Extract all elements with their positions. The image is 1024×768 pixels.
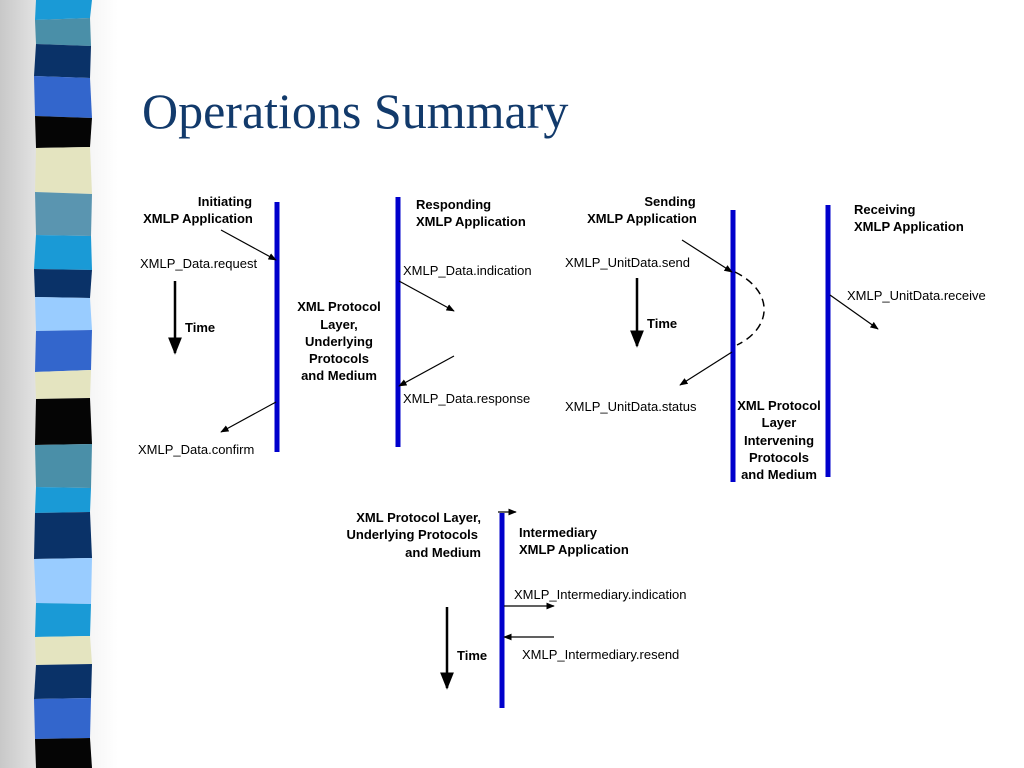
unitdata-status-label: XMLP_UnitData.status: [565, 399, 697, 414]
data-confirm-label: XMLP_Data.confirm: [138, 442, 254, 457]
intermediary-diagram: XML Protocol Layer, Underlying Protocols…: [347, 508, 686, 708]
receiving-label-line1: Receiving: [854, 202, 915, 217]
request-arrow: [220, 229, 277, 261]
sending-label-line2: XMLP Application: [587, 211, 697, 226]
time-label: Time: [647, 316, 677, 331]
initiating-label-line2: XMLP Application: [143, 211, 253, 226]
send-arrow: [681, 239, 733, 273]
layer-label-line3: Intervening: [744, 433, 814, 448]
decorative-side-strip: [0, 0, 118, 768]
intermediary-label-line1: Intermediary: [519, 525, 598, 540]
layer-label-line1: XML Protocol: [737, 398, 821, 413]
responding-label-line1: Responding: [416, 197, 491, 212]
layer-label-line5: and Medium: [741, 467, 817, 482]
transit-curve: [734, 271, 765, 346]
layer-label-line2: Layer,: [320, 317, 358, 332]
data-indication-label: XMLP_Data.indication: [403, 263, 532, 278]
indication-arrow: [398, 280, 455, 312]
sending-label-line1: Sending: [644, 194, 695, 209]
unitdata-diagram: Sending XMLP Application Receiving XMLP …: [565, 194, 986, 482]
layer-label-line3: and Medium: [405, 545, 481, 560]
data-response-label: XMLP_Data.response: [403, 391, 530, 406]
receive-arrow: [829, 294, 879, 330]
response-arrow: [398, 355, 455, 387]
responding-label-line2: XMLP Application: [416, 214, 526, 229]
unitdata-receive-label: XMLP_UnitData.receive: [847, 288, 986, 303]
data-request-label: XMLP_Data.request: [140, 256, 257, 271]
layer-label-line3: Underlying: [305, 334, 373, 349]
page-title: Operations Summary: [142, 83, 569, 139]
layer-label-line2: Underlying Protocols: [347, 527, 478, 542]
receiving-label-line2: XMLP Application: [854, 219, 964, 234]
data-exchange-diagram: Initiating XMLP Application Responding X…: [138, 194, 532, 457]
layer-label-line2: Layer: [762, 415, 797, 430]
layer-label-line4: Protocols: [749, 450, 809, 465]
intermediary-indication-label: XMLP_Intermediary.indication: [514, 587, 686, 602]
confirm-arrow: [220, 401, 277, 433]
layer-label-line1: XML Protocol Layer,: [356, 510, 481, 525]
layer-label-line1: XML Protocol: [297, 299, 381, 314]
time-label: Time: [185, 320, 215, 335]
layer-label-line5: and Medium: [301, 368, 377, 383]
unitdata-send-label: XMLP_UnitData.send: [565, 255, 690, 270]
initiating-label-line1: Initiating: [198, 194, 252, 209]
intermediary-resend-label: XMLP_Intermediary.resend: [522, 647, 679, 662]
layer-label-line4: Protocols: [309, 351, 369, 366]
status-arrow: [679, 351, 733, 386]
time-label: Time: [457, 648, 487, 663]
intermediary-label-line2: XMLP Application: [519, 542, 629, 557]
